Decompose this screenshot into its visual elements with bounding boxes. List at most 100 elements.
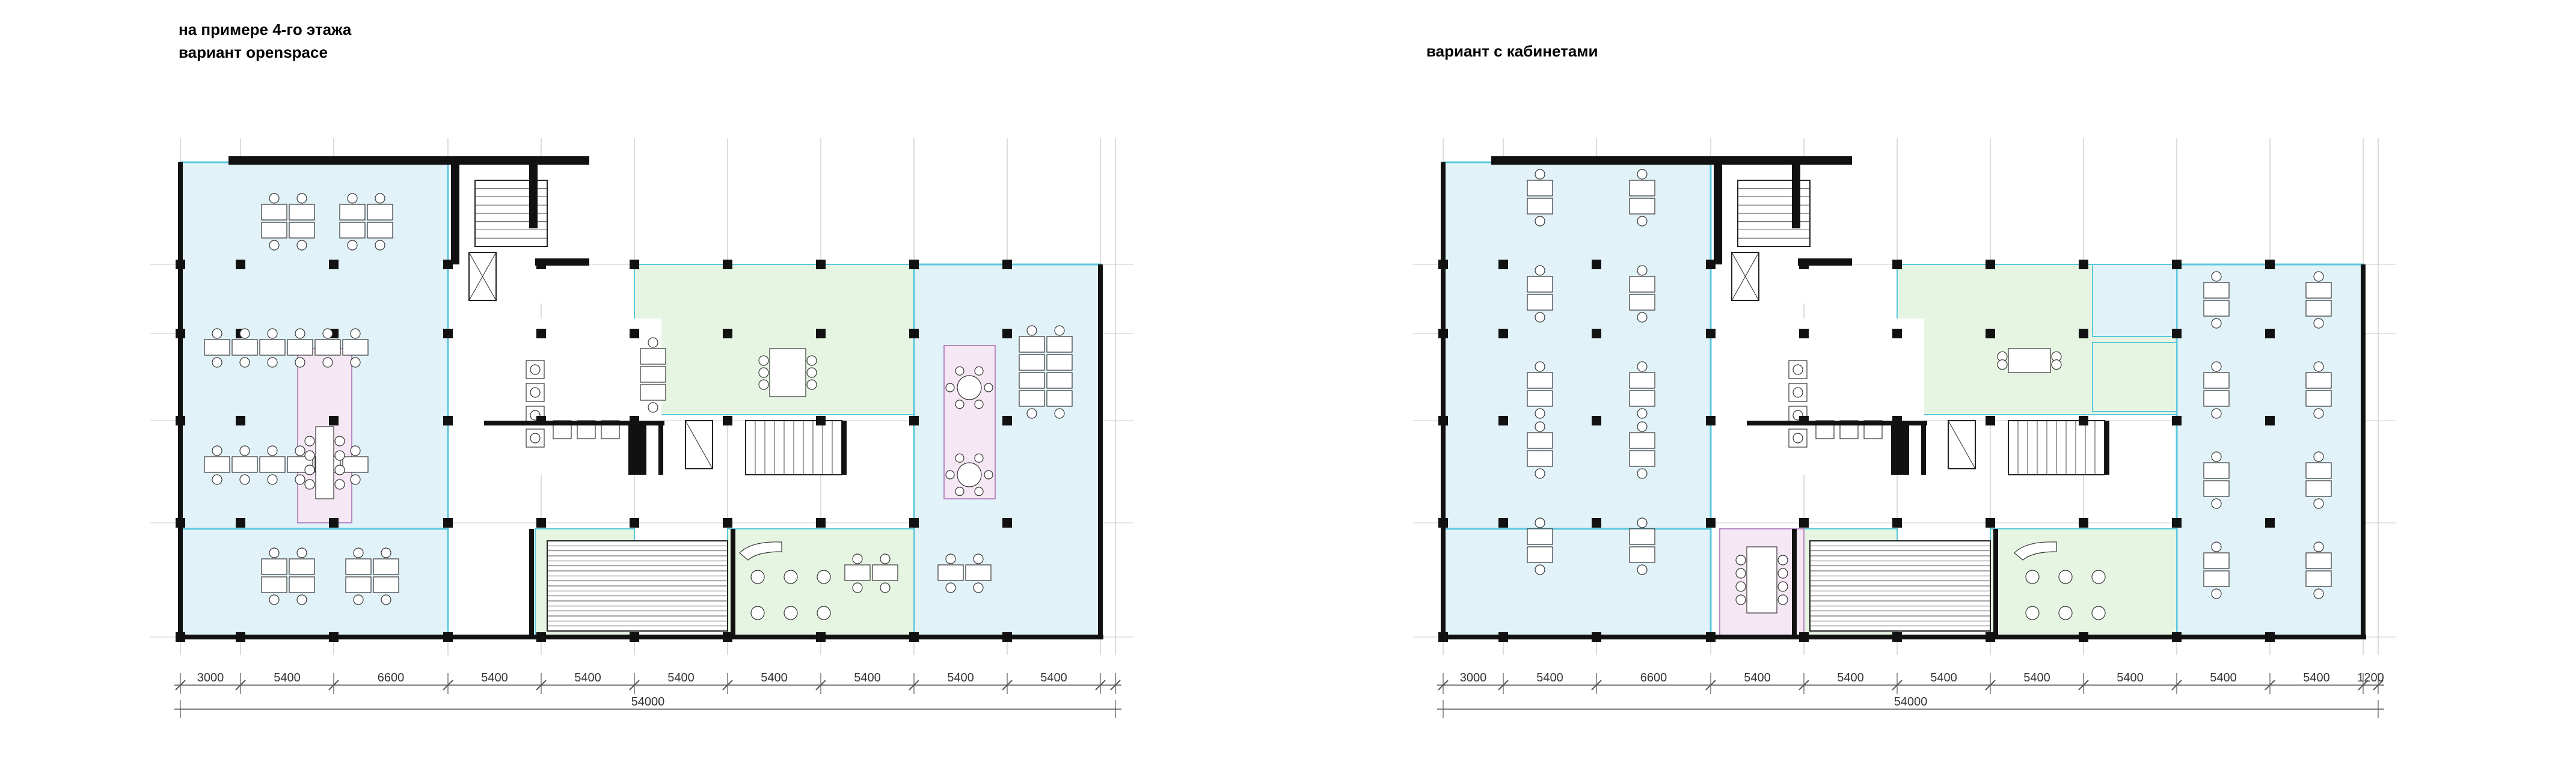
column [2079,518,2088,528]
desk [1019,390,1045,407]
column [1498,260,1508,269]
workstation-cluster [1527,421,1553,479]
desk [1629,390,1655,407]
column [2265,518,2275,528]
dimension-slash [2171,680,2182,690]
column [1002,260,1012,269]
desk [289,222,315,239]
chair [2211,451,2222,462]
lounge-furniture [2014,541,2106,620]
chair [295,445,305,456]
chair [2051,359,2062,370]
chair [334,436,345,447]
column [1592,518,1601,528]
column [2172,260,2182,269]
desk [2203,480,2230,497]
column [1892,518,1902,528]
column [1438,260,1448,269]
chair [2313,541,2324,552]
dimension-slash [629,680,640,690]
desk [259,339,286,356]
chair [974,487,984,496]
desk [1046,354,1073,371]
stairs [2008,420,2105,475]
desk [345,576,372,593]
column [1002,518,1012,528]
chair [984,383,993,392]
chair [880,553,891,564]
desk [965,564,992,581]
sofa [739,541,782,561]
zone-workspace-right [913,263,1102,638]
desk [2203,300,2230,317]
wall [1491,156,1852,165]
column [630,329,639,338]
dimension-label: 5400 [2023,671,2050,684]
caption-openspace: на примере 4-го этажа вариант openspace [179,18,351,64]
chair [1637,468,1648,479]
dimension-slash [1110,680,1121,690]
chair [1535,468,1545,479]
column [536,329,546,338]
chair [267,357,278,368]
chair [2313,451,2324,462]
chair [955,400,964,409]
dimension-label: 5400 [2303,671,2330,684]
desk [1046,372,1073,389]
chair [267,474,278,485]
wall [1792,156,1800,228]
desk [1527,180,1553,197]
desk [1629,198,1655,215]
column [723,518,732,528]
column [443,632,453,642]
desk [2305,480,2332,497]
column [1498,416,1508,425]
wall [535,258,589,266]
chair [955,366,964,376]
chair [350,445,361,456]
meeting-table [1997,348,2062,373]
chair [1637,408,1648,419]
desk [2305,390,2332,407]
column [1706,632,1716,642]
chair [1637,265,1648,276]
wall [529,529,534,637]
chair [2313,498,2324,509]
wall [529,156,538,228]
desk [937,564,964,581]
dimension-label: 5400 [761,671,788,684]
chair [758,379,769,390]
wall [658,421,663,475]
chair [1777,594,1788,605]
column [329,260,339,269]
chair [1637,361,1648,372]
chair [945,470,955,480]
desk [232,456,258,473]
desk [1629,276,1655,293]
dimension-label: 5400 [1744,671,1771,684]
desk [1046,390,1073,407]
wall [180,635,1103,639]
desk [2305,372,2332,389]
meeting-table [1735,546,1788,614]
column [723,329,732,338]
wall [2361,264,2366,637]
chair [648,337,658,348]
chair [1637,216,1648,227]
dimension-total-label: 54000 [1894,695,1928,709]
desk [2203,390,2230,407]
chair [973,582,984,593]
workstation-cluster [1527,361,1553,419]
chair [2313,408,2324,419]
workstation-cluster [2305,271,2332,329]
wall [1714,156,1722,264]
round-table [945,453,993,496]
workstation-cluster [204,328,369,368]
workstation-cluster [2305,451,2332,509]
workstation-cluster [844,553,898,593]
chair [2211,318,2222,329]
wall [1792,529,1797,637]
dimension-total-label: 54000 [631,695,665,709]
wall [178,162,183,637]
